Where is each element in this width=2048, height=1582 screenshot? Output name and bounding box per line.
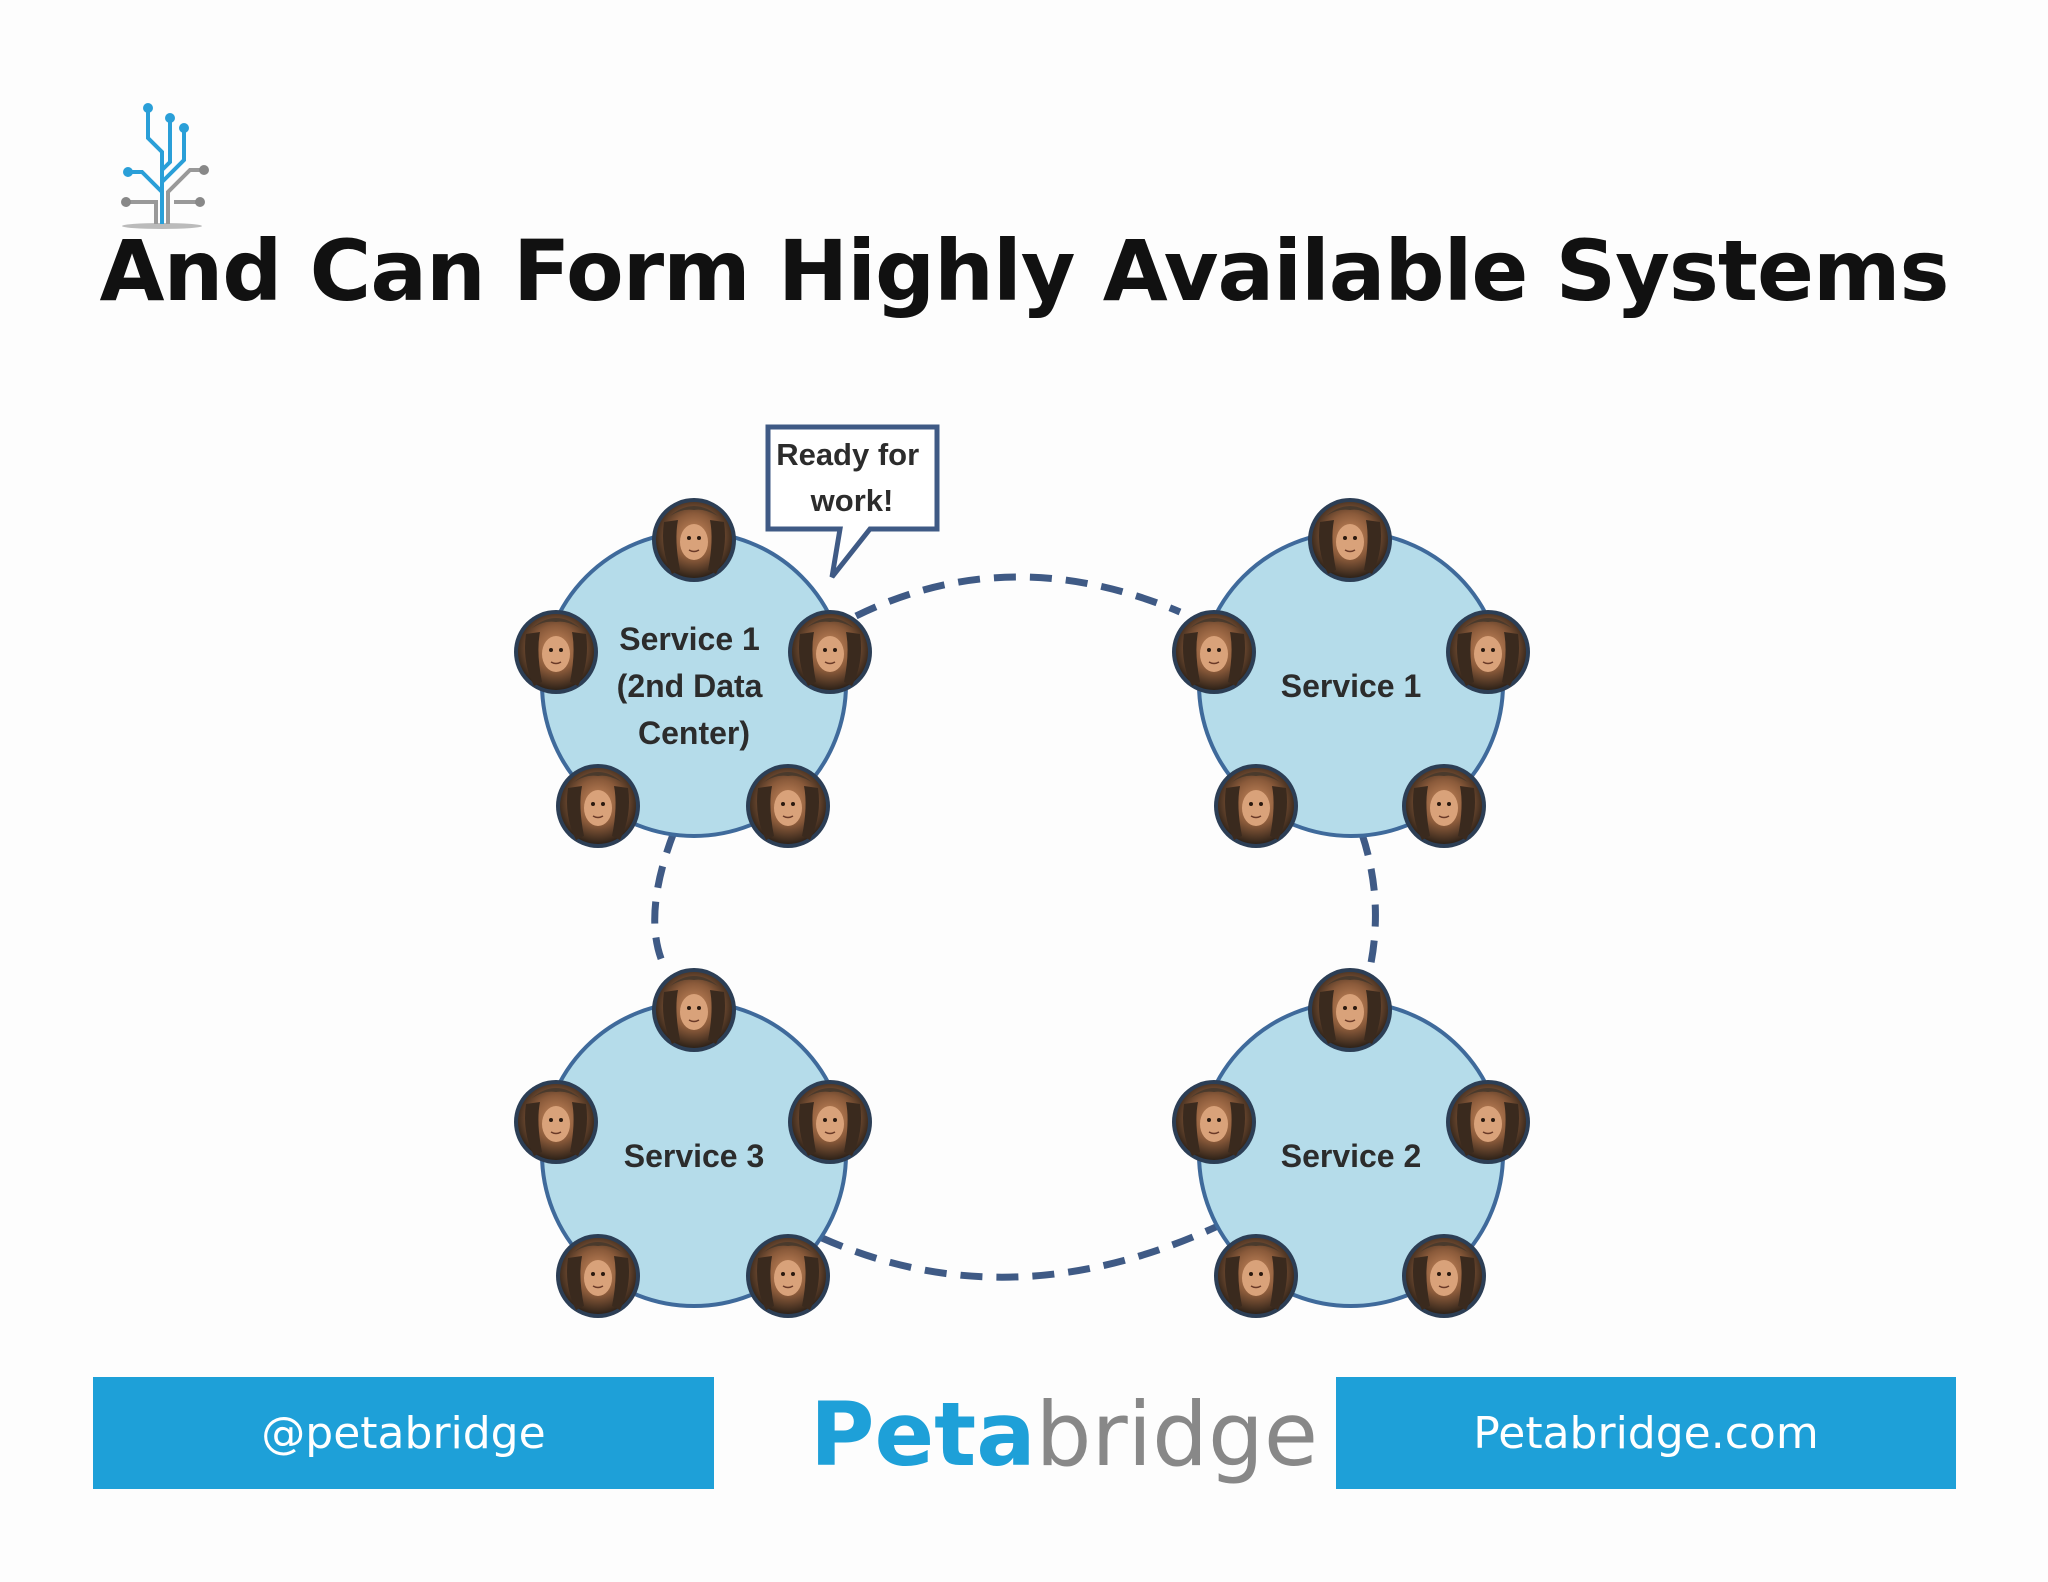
ring-link-bottom [820, 1222, 1220, 1281]
node-avatar [1307, 497, 1393, 583]
callout-bubble [765, 424, 940, 579]
wordmark-bridge: bridge [1035, 1383, 1318, 1486]
ring-link-top [854, 573, 1182, 620]
node-avatar [513, 609, 599, 695]
node-avatar [651, 497, 737, 583]
node-avatar [555, 1233, 641, 1319]
ring-link-left [651, 830, 678, 972]
node-avatar [745, 763, 831, 849]
wordmark-peta: Peta [810, 1383, 1036, 1486]
twitter-handle: @petabridge [261, 1407, 546, 1459]
cluster-service-3: Service 3 [513, 967, 873, 1319]
callout-text: Ready for work! [776, 437, 928, 518]
node-avatar [1445, 609, 1531, 695]
ready-callout: Ready for work! [765, 424, 940, 579]
slide-title: And Can Form Highly Available Systems [99, 222, 1949, 320]
node-avatar [1213, 1233, 1299, 1319]
cluster-label: Service 1 [1281, 668, 1422, 704]
node-avatar [1171, 1079, 1257, 1165]
cluster-label: Service 3 [624, 1138, 765, 1174]
ring-connections [651, 573, 1379, 1281]
website-link: Petabridge.com [1473, 1407, 1819, 1459]
cluster-service-1: Service 1 [1171, 497, 1531, 849]
node-avatar [1445, 1079, 1531, 1165]
ring-link-right [1358, 832, 1379, 969]
node-avatar [787, 609, 873, 695]
website-bar[interactable]: Petabridge.com [1336, 1377, 1956, 1489]
node-avatar [1213, 763, 1299, 849]
node-avatar [651, 967, 737, 1053]
node-avatar [1307, 967, 1393, 1053]
node-avatar [1171, 609, 1257, 695]
node-avatar [1401, 1233, 1487, 1319]
petabridge-tree-logo [121, 103, 209, 229]
petabridge-wordmark: Petabridge [810, 1383, 1318, 1486]
node-avatar [787, 1079, 873, 1165]
cluster-service-1-dc2: Service 1 (2nd Data Center) [513, 497, 873, 849]
node-avatar [745, 1233, 831, 1319]
node-avatar [513, 1079, 599, 1165]
node-avatar [555, 763, 641, 849]
node-avatar [1401, 763, 1487, 849]
twitter-handle-bar[interactable]: @petabridge [93, 1377, 714, 1489]
cluster-service-2: Service 2 [1171, 967, 1531, 1319]
cluster-label: Service 2 [1281, 1138, 1422, 1174]
cluster-label: Service 1 (2nd Data Center) [617, 621, 772, 751]
